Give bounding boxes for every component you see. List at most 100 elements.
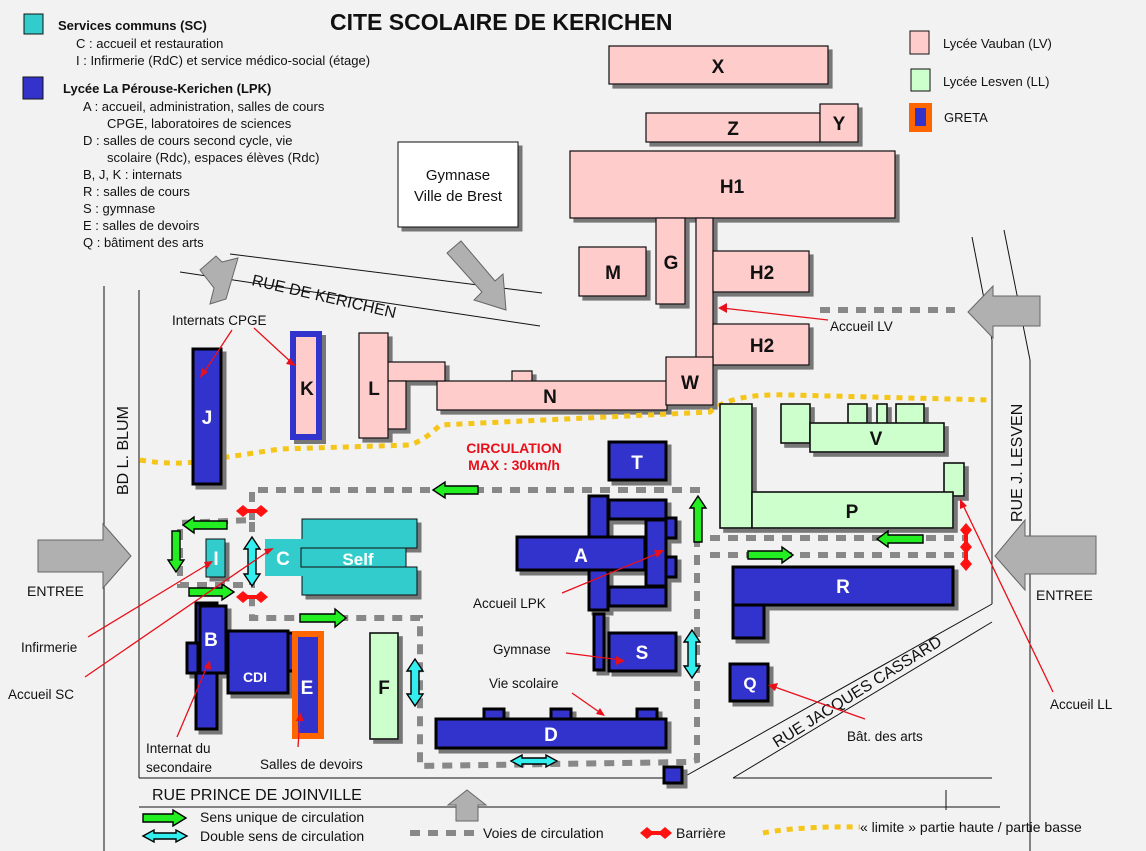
limit-line: [139, 392, 991, 466]
legend-lpk-item: Q : bâtiment des arts: [83, 235, 204, 250]
building-v-annex2: [876, 403, 888, 425]
legend-barrier-icon: [640, 827, 672, 839]
annotation-bat-arts: Bât. des arts: [847, 729, 923, 744]
legend-lpk-item: S : gymnase: [83, 201, 155, 216]
barrier: [236, 505, 268, 517]
building-self-top: [301, 518, 418, 549]
gymnase-ville-label-line1: Gymnase: [426, 167, 490, 184]
legend-lanes-label: Voies de circulation: [483, 825, 604, 841]
building-a-nub1: [664, 516, 678, 540]
building-h2-bottom-label: H2: [750, 336, 774, 357]
building-l-wing: [387, 361, 446, 382]
building-cdi-label: CDI: [243, 669, 267, 685]
legend-sc-heading: Services communs (SC): [58, 18, 207, 33]
legend-right: Lycée Vauban (LV) Lycée Lesven (LL) GRET…: [909, 30, 1052, 132]
building-y-label: Y: [833, 114, 846, 135]
building-v: [809, 422, 945, 453]
building-j-label: J: [202, 408, 213, 429]
lycee-vauban-buildings: [290, 45, 896, 440]
legend-swatch-greta-inner: [915, 108, 926, 126]
building-c: [265, 539, 303, 576]
building-l-label: L: [368, 379, 380, 400]
gymnase-ville-label-line2: Ville de Brest: [414, 188, 503, 205]
building-i-label: I: [213, 549, 218, 570]
building-a-nub2: [664, 555, 678, 579]
annotation-accueil-sc: Accueil SC: [8, 687, 74, 702]
building-b-label: B: [204, 630, 218, 651]
annotation-accueil-lv: Accueil LV: [830, 319, 893, 334]
legend-limit-label: « limite » partie haute / partie basse: [860, 819, 1082, 835]
building-z: [645, 112, 821, 143]
entry-arrow-kerichen-right: [446, 240, 507, 311]
barrier: [960, 523, 972, 571]
one-way-arrow: [299, 607, 348, 629]
building-h2-bottom: [712, 323, 810, 366]
entry-arrow-right: [994, 518, 1097, 592]
one-way-arrow: [875, 529, 924, 549]
legend-lpk-item: R : salles de cours: [83, 184, 190, 199]
building-h2-top-label: H2: [750, 263, 774, 284]
building-self-bottom: [301, 566, 418, 596]
building-s-label: S: [636, 643, 649, 664]
one-way-arrows: [166, 480, 924, 629]
building-h1: [569, 150, 896, 219]
legend-swatch-lpk: [22, 76, 44, 100]
legend-swatch-ll: [910, 68, 931, 92]
legend-sc-item: I : Infirmerie (RdC) et service médico-s…: [76, 53, 370, 68]
building-e-label: E: [301, 678, 314, 699]
building-k: [296, 337, 316, 434]
legend-barrier-label: Barrière: [676, 825, 726, 841]
legend-two-way-label: Double sens de circulation: [200, 828, 364, 844]
legend-lpk-item: D : salles de cours second cycle, vie: [83, 133, 293, 148]
building-n: [436, 380, 668, 411]
legend-lpk-item: CPGE, laboratoires de sciences: [107, 116, 292, 131]
street-joinville: RUE PRINCE DE JOINVILLE: [152, 787, 362, 804]
annotation-accueil-ll: Accueil LL: [1050, 697, 1113, 712]
building-cdi: [226, 629, 290, 695]
building-h2-spine: [695, 217, 714, 369]
building-n-annex: [511, 370, 533, 383]
circulation-notice-line1: CIRCULATION: [466, 440, 561, 456]
annotation-salles-devoirs: Salles de devoirs: [260, 757, 363, 772]
building-w-label: W: [681, 373, 699, 394]
one-way-arrow: [188, 582, 236, 602]
building-a-bottom: [607, 585, 668, 608]
street-lesven: RUE J. LESVEN: [1009, 404, 1026, 522]
building-self-label: Self: [342, 550, 374, 569]
building-h2-top: [712, 250, 810, 293]
entry-arrow-kerichen-left: [199, 255, 239, 305]
building-z-label: Z: [727, 119, 739, 140]
map-title: CITE SCOLAIRE DE KERICHEN: [330, 9, 672, 35]
annotation-accueil-lpk: Accueil LPK: [473, 596, 546, 611]
building-b-nub: [185, 641, 200, 675]
annotation-entree-left: ENTREE: [27, 583, 84, 599]
lycee-lesven-buildings: [369, 403, 965, 740]
annotation-internat-secondaire-2: secondaire: [146, 760, 212, 775]
legend-lpk-item: A : accueil, administration, salles de c…: [83, 99, 325, 114]
building-p-annex: [943, 462, 965, 497]
one-way-arrow: [166, 530, 186, 574]
barrier: [236, 591, 268, 603]
building-s: [607, 631, 678, 673]
annotation-internat-secondaire-1: Internat du: [146, 741, 211, 756]
street-blum: BD L. BLUM: [115, 406, 132, 495]
building-m: [578, 246, 647, 297]
entry-arrows: [37, 240, 1097, 822]
lpk-buildings: [185, 347, 955, 785]
two-way-arrow: [682, 628, 702, 680]
building-v-annex1: [847, 403, 868, 425]
building-x: [608, 45, 829, 85]
legend-lpk-heading: Lycée La Pérouse-Kerichen (LPK): [63, 81, 271, 96]
building-x-label: X: [712, 57, 725, 78]
building-l: [358, 332, 389, 439]
annotation-pointers: [84, 303, 1054, 748]
building-p: [751, 491, 954, 529]
building-r: [731, 565, 955, 607]
building-f-label: F: [378, 678, 390, 699]
one-way-arrow: [181, 515, 228, 535]
building-i: [205, 538, 226, 578]
building-a-top: [607, 498, 668, 521]
building-d: [434, 717, 668, 750]
circulation-notice-line2: MAX : 30km/h: [468, 457, 560, 473]
one-way-arrow: [431, 480, 479, 500]
